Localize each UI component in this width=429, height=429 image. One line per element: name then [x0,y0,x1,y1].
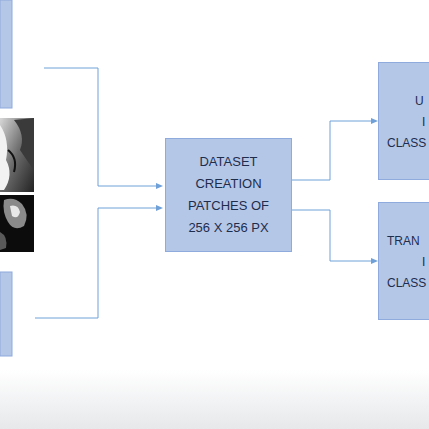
input-box [0,272,12,356]
floor-shade [0,370,429,429]
connector [292,210,378,264]
arrowhead [156,183,163,211]
box-label: DATASET CREATION PATCHES OF 256 X 256 PX [179,151,279,239]
process-box: DATASET CREATION PATCHES OF 256 X 256 PX [165,138,292,252]
box-label: I [379,112,429,133]
box-label: CLASS [379,273,429,294]
input-connector [35,68,156,318]
input-box [0,0,12,108]
connector [292,118,378,180]
box-label: CLASS [379,133,429,154]
box-label: TRAN [379,231,429,252]
box-label: U [379,91,429,112]
box-label: I [379,252,429,273]
process-box: TRANICLASS [378,202,429,320]
arrowhead [371,118,378,124]
arrowhead [371,258,378,264]
satellite-image [0,118,34,252]
process-box: UICLASS [378,62,429,180]
